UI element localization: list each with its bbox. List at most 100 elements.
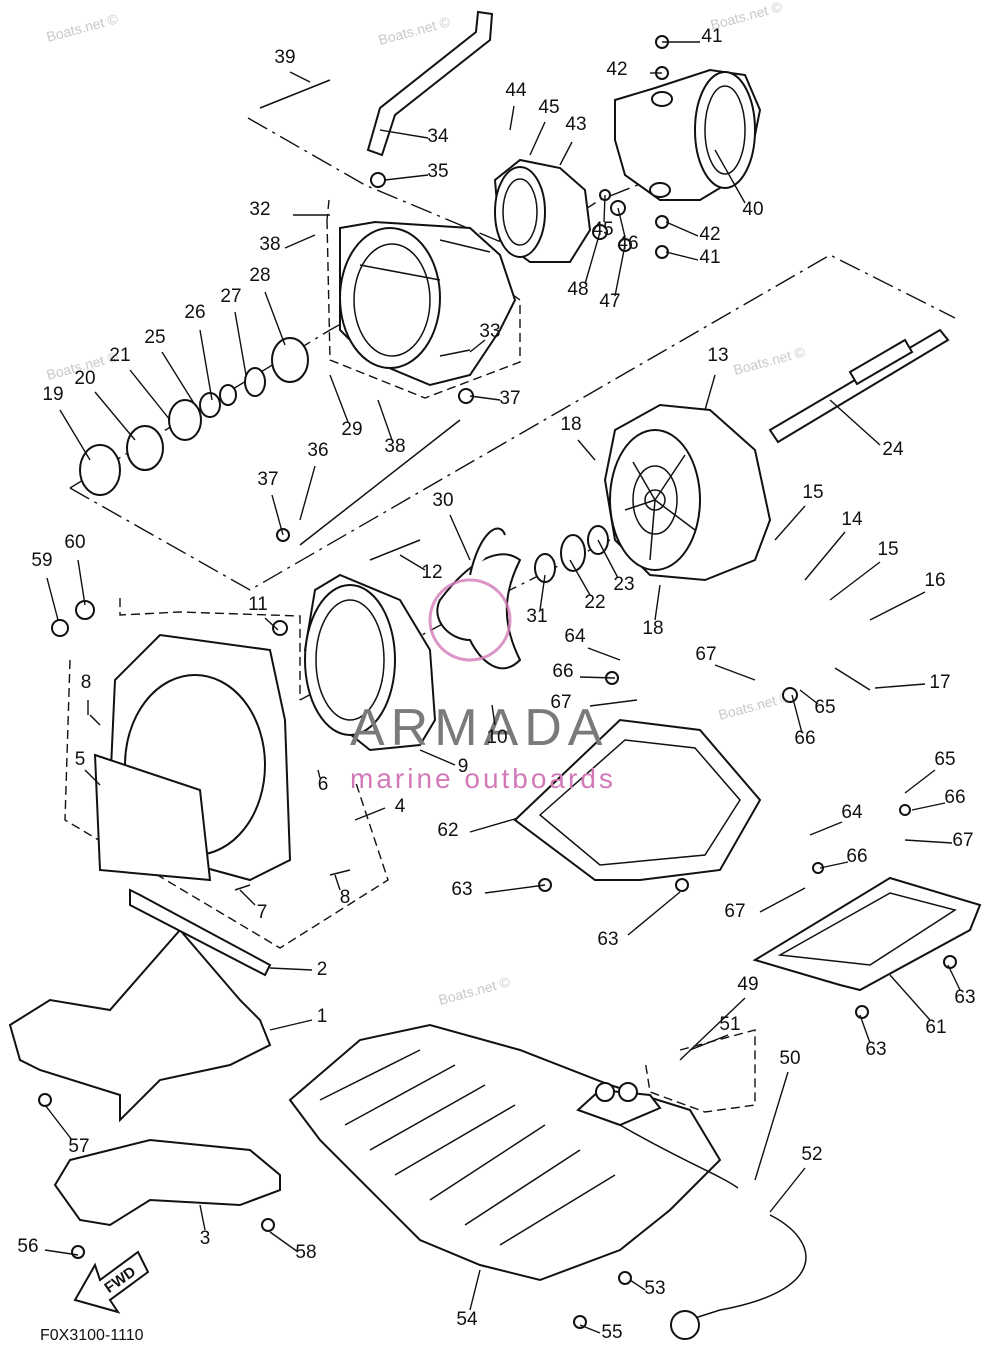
watermark: Boats.net ©: [437, 973, 513, 1008]
leader-line-8: [334, 874, 341, 891]
fastener: [855, 1005, 869, 1019]
leader-line-63: [947, 964, 961, 991]
leader-line-40: [714, 149, 746, 204]
callout-41: 41: [701, 26, 722, 47]
callout-36: 36: [307, 440, 328, 461]
callout-44: 44: [505, 80, 527, 101]
jet-pump-housing: [339, 220, 517, 387]
callout-7: 7: [257, 902, 268, 923]
leader-line-67: [904, 839, 953, 844]
leader-line-63: [859, 1014, 871, 1044]
callout-5: 5: [75, 749, 86, 770]
leader-line-46: [617, 207, 626, 238]
intake-duct-4: [93, 633, 292, 882]
callout-14: 14: [841, 509, 863, 530]
callout-15: 15: [877, 539, 898, 560]
leader-line-42: [665, 221, 699, 237]
callout-28: 28: [249, 265, 270, 286]
leader-line-22: [569, 559, 591, 596]
bearing-or-seal: [168, 399, 202, 441]
callout-65: 65: [934, 749, 955, 770]
callout-22: 22: [584, 592, 605, 613]
callout-48: 48: [567, 279, 588, 300]
leader-line-66: [579, 676, 616, 679]
leader-line-54: [469, 1269, 481, 1311]
callout-9: 9: [458, 756, 469, 777]
callout-46: 46: [617, 233, 638, 254]
leader-line-60: [77, 559, 86, 606]
leader-line-26: [199, 329, 213, 401]
callout-45: 45: [592, 219, 613, 240]
leader-line-37: [469, 395, 501, 401]
leader-line-67: [759, 887, 806, 913]
callout-29: 29: [341, 419, 362, 440]
leader-line-35: [384, 174, 429, 181]
callout-64: 64: [841, 802, 863, 823]
callout-51: 51: [719, 1014, 740, 1035]
callout-40: 40: [742, 199, 763, 220]
fastener: [899, 804, 911, 816]
callout-59: 59: [31, 550, 52, 571]
leader-line-65: [799, 689, 819, 705]
fastener: [261, 1218, 275, 1232]
leader-line-41: [665, 251, 699, 261]
sensor-49: [576, 1082, 807, 1340]
leader-line-18: [577, 439, 596, 461]
leader-line-4: [354, 807, 386, 821]
callout-26: 26: [184, 302, 205, 323]
leader-line-38: [377, 399, 393, 441]
leader-line-6: [317, 769, 321, 779]
leader-line-58: [269, 1231, 299, 1253]
leader-line-16: [869, 591, 926, 621]
leader-line-2: [269, 967, 313, 971]
leader-line-47: [614, 244, 626, 297]
hull-54: [288, 1023, 722, 1282]
bearing-or-seal: [560, 534, 586, 572]
leader-line-10: [491, 704, 496, 726]
bearing-or-seal: [219, 384, 237, 406]
leader-line-34: [379, 129, 429, 139]
bearing-or-seal: [126, 425, 164, 471]
callout-53: 53: [644, 1278, 665, 1299]
leader-line-57: [44, 1104, 73, 1141]
callout-8: 8: [81, 672, 92, 693]
leader-line-37: [271, 494, 284, 536]
callout-32: 32: [249, 199, 270, 220]
callout-56: 56: [17, 1236, 38, 1257]
impeller-housing-13: [603, 403, 772, 582]
fastener: [573, 1315, 587, 1329]
leader-line-53: [629, 1279, 646, 1291]
leader-line-30: [449, 514, 471, 561]
leader-line-67: [714, 664, 756, 681]
callout-60: 60: [64, 532, 85, 553]
callout-38: 38: [384, 436, 405, 457]
callout-labels: 1234567889101112131415151617181819202122…: [17, 26, 975, 1343]
leader-line-45: [603, 194, 606, 223]
leader-line-29: [329, 374, 349, 423]
callout-62: 62: [437, 820, 458, 841]
fastener: [943, 955, 957, 969]
leader-line-12: [399, 554, 426, 571]
callout-34: 34: [427, 126, 449, 147]
bracket-3: [53, 1138, 281, 1227]
callout-41: 41: [699, 247, 720, 268]
callout-45: 45: [538, 97, 559, 118]
callout-20: 20: [74, 368, 95, 389]
impeller-30: [436, 527, 522, 670]
leader-line-7: [239, 889, 256, 906]
leader-lines: [44, 41, 961, 1334]
bolt-or-pin: [299, 419, 461, 546]
leader-line-63: [627, 891, 681, 936]
bearing-or-seal: [534, 553, 556, 583]
leader-line-44: [509, 105, 515, 131]
fastener: [71, 1245, 85, 1259]
leader-line-45: [529, 121, 546, 156]
leader-line-66: [911, 802, 946, 811]
callout-21: 21: [109, 345, 130, 366]
brand-overlay: ARMADA marine outboards: [350, 578, 613, 794]
leader-line-14: [804, 531, 846, 581]
fastener: [370, 172, 386, 188]
callout-15: 15: [802, 482, 823, 503]
leader-line-65: [904, 769, 936, 794]
